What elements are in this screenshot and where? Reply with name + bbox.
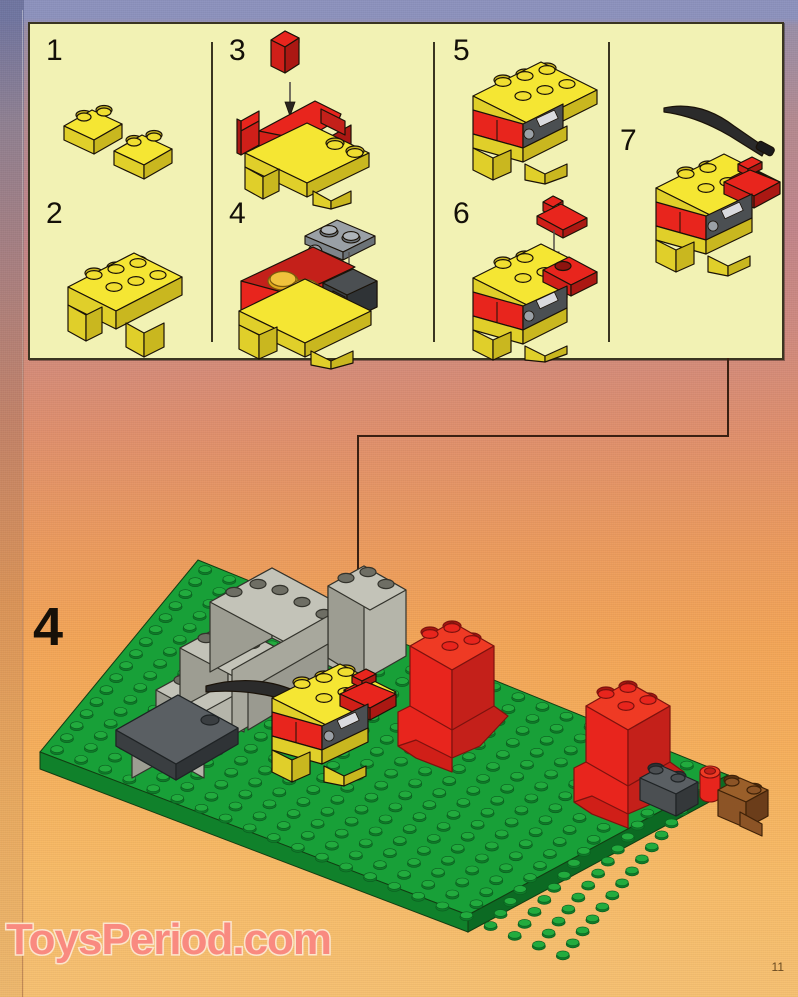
step-number-4: 4 <box>229 197 246 230</box>
rock-formation <box>131 565 407 779</box>
book-spine-shadow <box>0 0 24 997</box>
step-number-6: 6 <box>453 197 470 230</box>
step6-loose-red-piece <box>533 194 593 240</box>
step5-assembly <box>463 54 613 185</box>
panel-divider-1 <box>211 42 213 342</box>
main-scene <box>28 540 769 961</box>
panel-divider-3 <box>608 42 610 342</box>
step4-assembly <box>235 239 405 370</box>
completed-model <box>205 663 397 787</box>
step7-assembly <box>638 94 798 284</box>
dark-grey-brick <box>639 762 699 817</box>
step3-assembly <box>235 79 395 210</box>
step-cell-1: 1 <box>30 24 211 194</box>
brown-brick-row <box>717 774 769 837</box>
step-cell-6: 6 <box>435 194 608 363</box>
step2-assembly <box>60 249 190 359</box>
watermark: ToysPeriod.com <box>4 914 333 966</box>
red-tower-left <box>397 620 509 773</box>
step3-arrow <box>281 82 301 118</box>
big-step-number: 4 <box>33 597 64 657</box>
step-cell-5: 5 <box>435 24 608 194</box>
step4-grey-panel-piece <box>301 216 381 276</box>
steps-panel: 1 <box>28 22 786 370</box>
step-number-5: 5 <box>453 34 470 67</box>
step1-brick-a <box>60 104 140 164</box>
red-round-brick <box>699 765 721 803</box>
step-cell-4: 4 <box>213 194 433 370</box>
step-cell-2: 2 <box>30 194 211 362</box>
step-cell-7: 7 <box>610 84 786 299</box>
step6-assembly <box>463 232 613 363</box>
dark-grey-slope <box>115 694 239 781</box>
book-spine-line <box>22 10 23 997</box>
step-number-2: 2 <box>46 197 63 230</box>
step-number-3: 3 <box>229 34 246 67</box>
step1-brick-b <box>110 129 190 189</box>
step-cell-3: 3 <box>213 24 433 210</box>
step-number-1: 1 <box>46 34 63 67</box>
step3-loose-red-brick <box>265 29 315 89</box>
panel-divider-2 <box>433 42 435 342</box>
page-number: 11 <box>771 960 784 974</box>
step-number-7: 7 <box>620 124 637 157</box>
